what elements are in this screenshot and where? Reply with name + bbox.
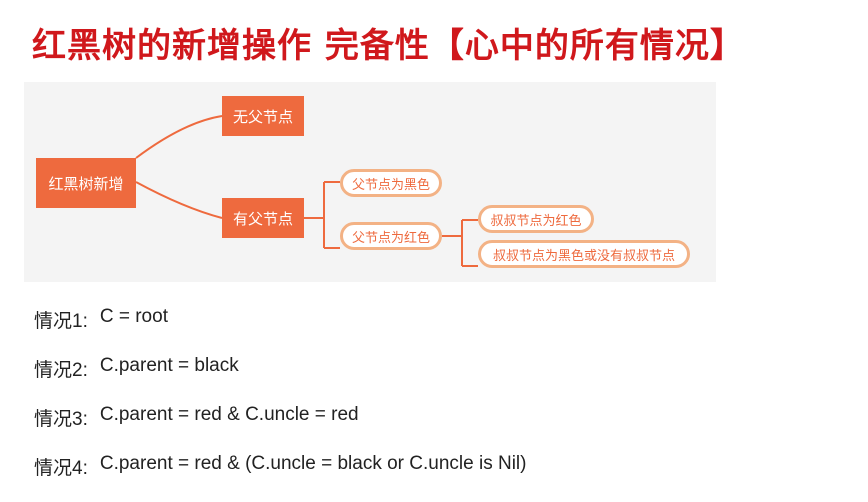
case-text: C = root <box>99 306 168 327</box>
root-node: 红黑树新增 <box>36 158 136 208</box>
case-item: 情况2: C.parent = black <box>34 355 526 404</box>
connector-root-no-parent <box>135 115 223 159</box>
case-text: C.parent = black <box>99 355 239 376</box>
case-label: 情况4: <box>34 458 88 479</box>
connector-root-has-parent <box>135 181 223 219</box>
page-title: 红黑树的新增操作 完备性【心中的所有情况】 <box>32 26 745 66</box>
connector-has-parent-branch <box>304 181 340 249</box>
cases-list: 情况1: C = root 情况2: C.parent = black 情况3:… <box>34 306 526 502</box>
connector-lines <box>135 115 478 267</box>
case-text: C.parent = red & C.uncle = red <box>99 404 359 425</box>
case-text: C.parent = red & (C.uncle = black or C.u… <box>99 453 527 474</box>
connector-parent-red-branch <box>442 219 478 267</box>
uncle-black-node: 叔叔节点为黑色或没有叔叔节点 <box>478 240 690 268</box>
mind-map-diagram: 红黑树新增 无父节点 有父节点 父节点为黑色 父节点为红色 叔叔节点为红色 叔叔… <box>24 82 716 282</box>
case-label: 情况2: <box>34 360 88 381</box>
parent-red-node: 父节点为红色 <box>340 222 442 250</box>
case-item: 情况4: C.parent = red & (C.uncle = black o… <box>34 453 526 502</box>
has-parent-node: 有父节点 <box>222 198 304 238</box>
case-item: 情况3: C.parent = red & C.uncle = red <box>34 404 526 453</box>
uncle-red-node: 叔叔节点为红色 <box>478 205 594 233</box>
parent-black-node: 父节点为黑色 <box>340 169 442 197</box>
case-item: 情况1: C = root <box>34 306 526 355</box>
case-label: 情况1: <box>34 311 88 332</box>
no-parent-node: 无父节点 <box>222 96 304 136</box>
case-label: 情况3: <box>34 409 88 430</box>
